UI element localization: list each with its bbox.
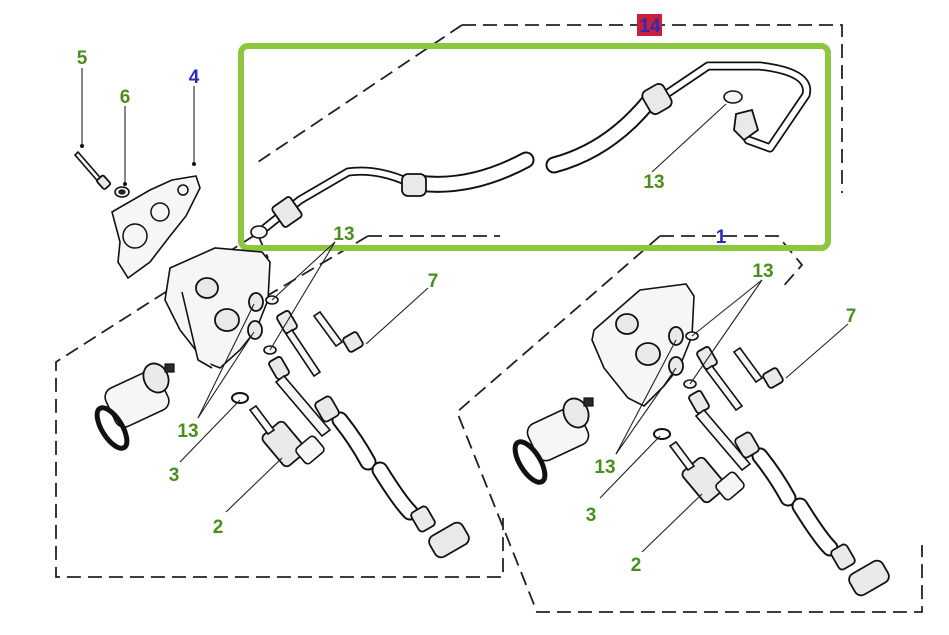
hose-14 [250,61,812,239]
hose-left [314,395,470,559]
callout-5[interactable]: 5 [77,48,88,69]
bolt-7-right [732,346,784,389]
callout-13-upper-left[interactable]: 13 [333,224,354,245]
washer-6 [114,186,130,198]
housing-left [164,247,271,369]
bolt-7-left [312,310,364,353]
callout-13-upper-right[interactable]: 13 [752,261,773,282]
callout-13-hose[interactable]: 13 [643,172,664,193]
bolt-5 [73,150,112,190]
callout-13-lower-right[interactable]: 13 [594,457,615,478]
callout-1[interactable]: 1 [716,227,727,248]
fittings-right [668,326,752,472]
assembly-left-boundary [55,234,504,578]
selection-highlight [238,43,831,251]
washer-3-right [653,428,671,440]
callout-2-left[interactable]: 2 [213,517,224,538]
callout-6[interactable]: 6 [120,87,131,108]
leader-lines [80,68,849,553]
callout-2-right[interactable]: 2 [631,555,642,576]
assembly-14-boundary [257,24,843,193]
callout-14[interactable]: 14 [639,16,661,37]
oring-right [512,439,548,485]
sensor-2-right [668,440,745,504]
gasket-4 [111,175,201,280]
callout-7-left[interactable]: 7 [428,271,439,292]
sensor-left [104,362,175,428]
oring-left [94,405,130,451]
washer-3-left [231,392,249,404]
sensor-2-left [248,404,325,468]
callout-3-right[interactable]: 3 [586,505,597,526]
hose-right [734,431,890,597]
callout-7-right[interactable]: 7 [846,306,857,327]
callout-14-badge [637,14,662,36]
sensor-right [526,397,594,462]
callout-13-lower-left[interactable]: 13 [177,421,198,442]
housing-right [591,283,695,407]
callout-3-left[interactable]: 3 [169,465,180,486]
callout-4[interactable]: 4 [189,67,200,88]
